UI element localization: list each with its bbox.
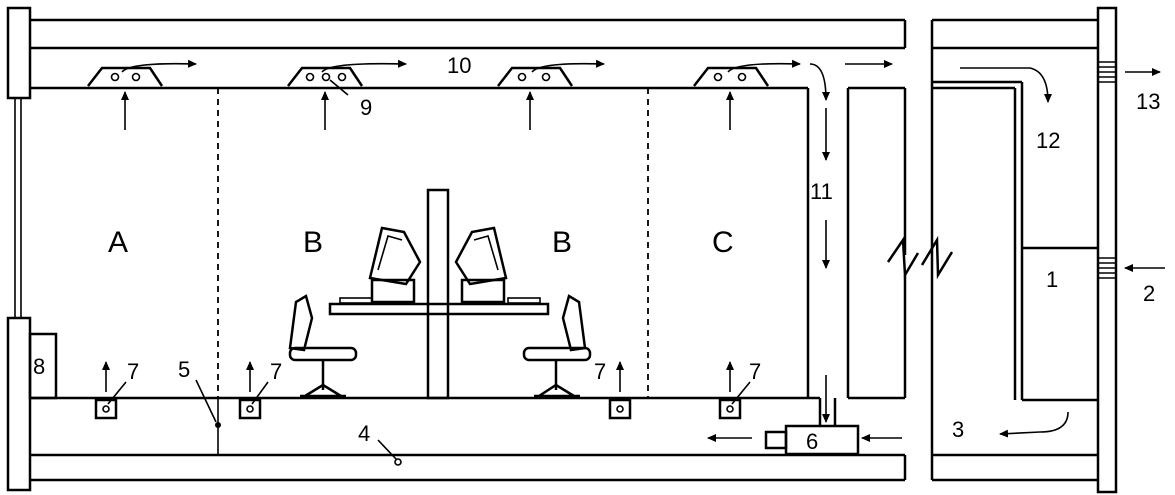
zone-label-b-right: B [552,226,572,259]
desk-top [328,302,550,316]
monitor-right-icon [454,226,541,304]
floor-diffuser-2 [238,361,269,420]
label-7-d: 7 [749,359,761,384]
label-7-b: 7 [270,359,282,384]
diffuser-3 [497,59,605,130]
left-building [6,6,920,492]
label-6: 6 [806,429,818,454]
ceiling-diffusers [87,59,801,130]
left-cap-bottom [6,316,32,492]
label-11: 11 [810,179,833,204]
label-13: 13 [1136,89,1160,114]
chair-left-icon [288,294,358,398]
left-cap-top [6,6,32,100]
label-5: 5 [178,357,190,382]
label-3: 3 [952,417,964,442]
floor-diffusers [94,361,751,420]
diffuser-1 [87,59,197,130]
label-10: 10 [447,53,471,78]
workstation [288,188,592,400]
label-1: 1 [1046,267,1058,292]
zone-label-c: C [712,226,734,259]
monitor-left-icon [339,226,422,304]
label-7-a: 7 [127,359,139,384]
exhaust-louver [1098,61,1116,83]
label-7-c: 7 [594,359,606,384]
label-12: 12 [1036,128,1060,153]
chair-right-icon [522,294,592,398]
diffuser-2 [287,59,407,130]
intake-louver [1098,257,1116,279]
airflow-arrows [707,60,1165,442]
label-9: 9 [360,95,372,120]
right-section [920,6,1118,494]
right-wall [1096,6,1118,494]
fan-unit-6 [764,424,860,456]
zone-label-a: A [108,226,128,259]
diffuser-4 [693,59,801,130]
sensor-4 [394,458,402,466]
label-8: 8 [33,354,45,379]
zone-label-b-left: B [303,226,323,259]
label-4: 4 [358,421,370,446]
floor-diffuser-4 [718,361,751,420]
floor-diffuser-1 [94,361,127,420]
label-2: 2 [1143,281,1155,306]
sensor-5 [215,422,221,428]
floor-diffuser-3 [608,361,632,420]
cabinet-8 [28,332,58,400]
partition-post [426,188,450,400]
diffuser-leader-9 [329,79,349,96]
